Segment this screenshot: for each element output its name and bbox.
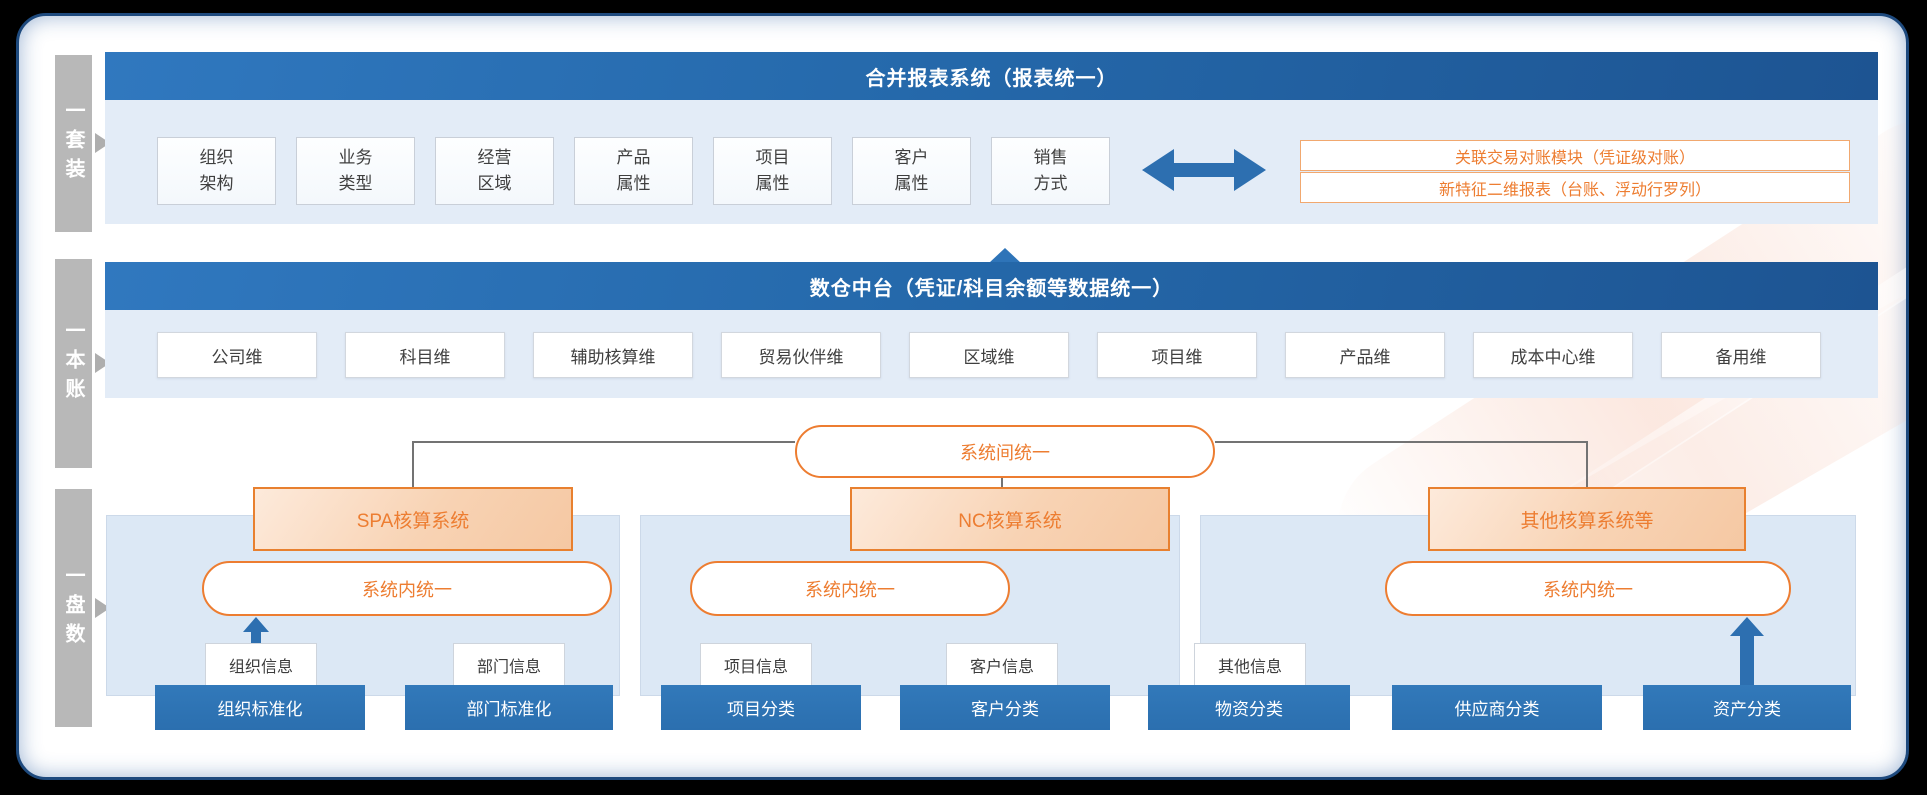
- attribute-line: 组织: [199, 147, 234, 167]
- dimension-box: 产品维: [1285, 332, 1445, 378]
- dimension-box: 项目维: [1097, 332, 1257, 378]
- side-label-one-set: 一套装: [55, 55, 92, 232]
- attribute-box: 组织 架构: [157, 137, 276, 205]
- side-label-one-data: 一盘数: [55, 489, 92, 727]
- attribute-box: 经营 区域: [435, 137, 554, 205]
- info-box: 部门信息: [453, 643, 565, 686]
- attribute-line: 区域: [477, 174, 512, 193]
- attribute-line: 属性: [616, 174, 651, 193]
- classify-box: 组织标准化: [155, 685, 365, 730]
- two-dim-report-module-box: 新特征二维报表（台账、浮动行罗列）: [1300, 172, 1850, 203]
- dimension-box: 公司维: [157, 332, 317, 378]
- attribute-line: 项目: [755, 147, 790, 167]
- side-label-one-ledger: 一本账: [55, 259, 92, 468]
- attribute-line: 架构: [199, 174, 234, 193]
- info-box: 项目信息: [700, 643, 812, 686]
- connector-notch-icon: [989, 248, 1021, 263]
- dimension-box: 区域维: [909, 332, 1069, 378]
- other-system-box: 其他核算系统等: [1428, 487, 1746, 551]
- classify-box: 客户分类: [900, 685, 1110, 730]
- classify-box: 部门标准化: [405, 685, 613, 730]
- dimension-box: 辅助核算维: [533, 332, 693, 378]
- attribute-line: 经营: [477, 147, 512, 167]
- attribute-box: 销售 方式: [991, 137, 1110, 205]
- attribute-line: 客户: [894, 147, 929, 167]
- attribute-line: 属性: [894, 174, 929, 193]
- dimension-box: 贸易伙伴维: [721, 332, 881, 378]
- attribute-box: 项目 属性: [713, 137, 832, 205]
- in-system-unify-pill: 系统内统一: [1385, 561, 1791, 616]
- attribute-box: 业务 类型: [296, 137, 415, 205]
- attribute-line: 销售: [1033, 147, 1068, 167]
- side-label-text: 一套装: [62, 100, 84, 187]
- classify-box: 资产分类: [1643, 685, 1851, 730]
- dimension-box: 备用维: [1661, 332, 1821, 378]
- dimension-box: 科目维: [345, 332, 505, 378]
- in-system-unify-pill: 系统内统一: [202, 561, 612, 616]
- side-label-text: 一本账: [62, 320, 84, 407]
- side-label-text: 一盘数: [62, 564, 84, 652]
- attribute-line: 方式: [1033, 174, 1068, 193]
- reconciliation-module-box: 关联交易对账模块（凭证级对账）: [1300, 140, 1850, 171]
- attribute-line: 属性: [755, 174, 790, 193]
- dimension-box: 成本中心维: [1473, 332, 1633, 378]
- inter-system-unify-pill: 系统间统一: [795, 425, 1215, 478]
- classify-box: 项目分类: [661, 685, 861, 730]
- info-box: 其他信息: [1194, 643, 1306, 686]
- attribute-line: 产品: [616, 147, 651, 167]
- info-box: 客户信息: [946, 643, 1058, 686]
- in-system-unify-pill: 系统内统一: [690, 561, 1010, 616]
- data-warehouse-header: 数仓中台（凭证/科目余额等数据统一）: [105, 262, 1878, 310]
- attribute-box: 客户 属性: [852, 137, 971, 205]
- nc-system-box: NC核算系统: [850, 487, 1170, 551]
- classify-box: 供应商分类: [1392, 685, 1602, 730]
- attribute-line: 业务: [338, 147, 373, 167]
- info-box: 组织信息: [205, 643, 317, 686]
- classify-box: 物资分类: [1148, 685, 1350, 730]
- report-system-header: 合并报表系统（报表统一）: [105, 52, 1878, 100]
- attribute-line: 类型: [338, 174, 373, 193]
- attribute-box: 产品 属性: [574, 137, 693, 205]
- spa-system-box: SPA核算系统: [253, 487, 573, 551]
